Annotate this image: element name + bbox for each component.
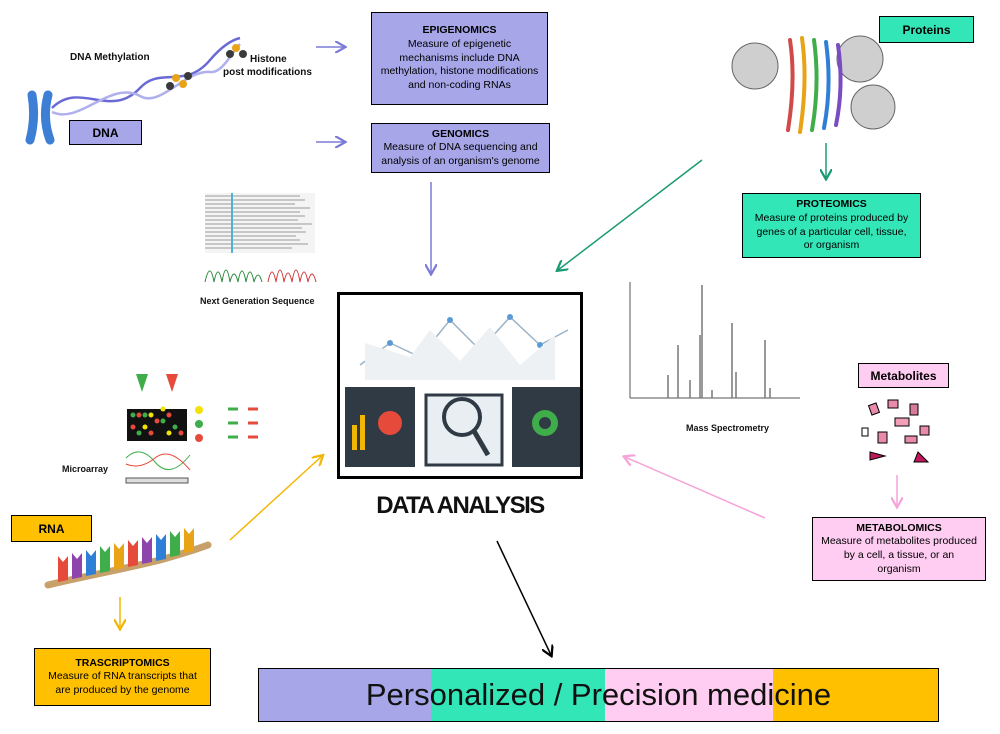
rna-bases-icon	[58, 528, 194, 582]
arrow-proteomics-to-analysis	[558, 159, 703, 270]
microarray-grid-icon	[127, 406, 187, 441]
ngs-label: Next Generation Sequence	[200, 296, 315, 306]
epigenomics-title: EPIGENOMICS	[422, 24, 497, 37]
metabolomics-box: METABOLOMICS Measure of metabolites prod…	[812, 517, 986, 581]
chromosome-icon	[25, 90, 55, 145]
arrow-analysis-to-medicine	[496, 540, 551, 655]
genomics-title: GENOMICS	[431, 127, 490, 140]
microarray-table-icon	[195, 406, 258, 442]
chromatogram-icon	[204, 269, 317, 283]
data-analysis-image	[337, 292, 583, 479]
metabolomics-text: Measure of metabolites produced by a cel…	[821, 535, 977, 575]
banner-segment-transcriptomics	[773, 669, 938, 721]
proteins-tag: Proteins	[879, 16, 974, 43]
genomics-text: Measure of DNA sequencing and analysis o…	[381, 141, 540, 167]
banner-segment-metabolomics	[605, 669, 773, 721]
banner-segment-genomics	[259, 669, 431, 721]
dna-tag: DNA	[69, 120, 142, 145]
precision-medicine-banner: Personalized / Precision medicine	[258, 668, 939, 722]
dna-helix-icon	[51, 36, 241, 116]
proteomics-box: PROTEOMICS Measure of proteins produced …	[742, 193, 921, 258]
histone-label-line1: Histone	[250, 54, 287, 65]
arrow-rna-to-analysis	[229, 456, 322, 541]
transcriptomics-box: TRASCRIPTOMICS Measure of RNA transcript…	[34, 648, 211, 706]
epigenomics-box: EPIGENOMICS Measure of epigenetic mechan…	[371, 12, 548, 105]
protein-helices-icon	[786, 36, 843, 134]
sequence-reads-icon	[205, 193, 315, 253]
transcriptomics-text: Measure of RNA transcripts that are prod…	[48, 670, 197, 696]
sample-tubes-icon	[136, 374, 178, 392]
epigenomics-text: Measure of epigenetic mechanisms include…	[380, 38, 539, 91]
methylation-marks-icon	[166, 44, 247, 90]
transcriptomics-title: TRASCRIPTOMICS	[75, 656, 170, 669]
genomics-box: GENOMICS Measure of DNA sequencing and a…	[371, 123, 550, 173]
metabolomics-title: METABOLOMICS	[856, 521, 942, 534]
mass-spectrometry-label: Mass Spectrometry	[686, 423, 770, 433]
microarray-label: Microarray	[62, 464, 109, 474]
banner-text: Personalized / Precision medicine	[365, 677, 832, 712]
histone-label-line2: post modifications	[223, 67, 312, 78]
expression-plot-icon	[125, 451, 191, 484]
arrow-metabolomics-to-analysis	[625, 457, 766, 519]
data-analysis-title: DATA ANALYSIS	[376, 492, 545, 519]
rna-tag: RNA	[11, 515, 92, 542]
banner-segment-proteomics	[431, 669, 605, 721]
dna-methylation-label: DNA Methylation	[70, 52, 150, 63]
dashboard-illustration	[345, 314, 580, 467]
proteomics-text: Measure of proteins produced by genes of…	[754, 211, 909, 252]
proteomics-title: PROTEOMICS	[796, 198, 867, 211]
metabolites-tag: Metabolites	[858, 363, 949, 388]
